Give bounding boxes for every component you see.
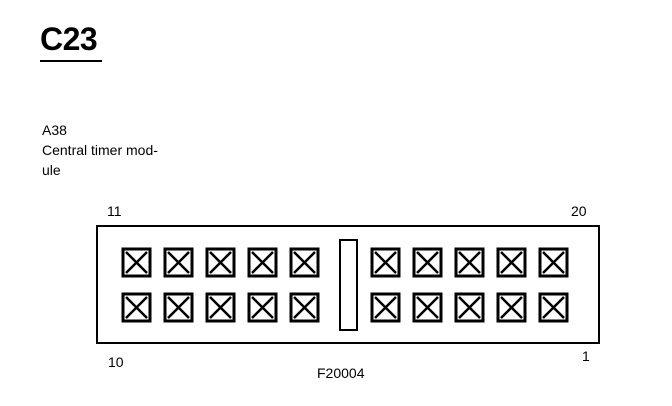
terminal-crossed-box-icon [121,247,152,278]
terminal-crossed-box-icon [454,292,485,323]
page-title: C23 [40,21,98,57]
title-underline [40,60,102,62]
terminal-crossed-box-icon [454,247,485,278]
terminal-crossed-box-icon [370,247,401,278]
terminal-crossed-box-icon [496,247,527,278]
center-key-slot [339,239,358,331]
terminal-crossed-box-icon [205,292,236,323]
terminal-grid [121,247,569,323]
terminal-crossed-box-icon [289,247,320,278]
terminal-crossed-box-icon [163,247,194,278]
terminal-crossed-box-icon [538,292,569,323]
terminal-crossed-box-icon [370,292,401,323]
terminal-crossed-box-icon [412,247,443,278]
pin-label-top-left: 11 [107,203,122,219]
terminal-crossed-box-icon [247,247,278,278]
terminal-crossed-box-icon [205,247,236,278]
component-label: A38 Central timer mod- ule [42,120,158,180]
terminal-crossed-box-icon [412,292,443,323]
terminal-crossed-box-icon [121,292,152,323]
terminal-crossed-box-icon [496,292,527,323]
component-name-line2: ule [42,162,61,178]
figure-code: F20004 [317,365,365,381]
connector-housing [96,225,600,344]
pin-label-top-right: 20 [571,203,587,219]
component-name-line1: Central timer mod- [42,142,158,158]
pin-label-bottom-left: 10 [108,354,124,370]
terminal-crossed-box-icon [163,292,194,323]
component-code: A38 [42,122,67,138]
terminal-crossed-box-icon [247,292,278,323]
terminal-crossed-box-icon [538,247,569,278]
terminal-crossed-box-icon [289,292,320,323]
pin-label-bottom-right: 1 [582,348,590,364]
